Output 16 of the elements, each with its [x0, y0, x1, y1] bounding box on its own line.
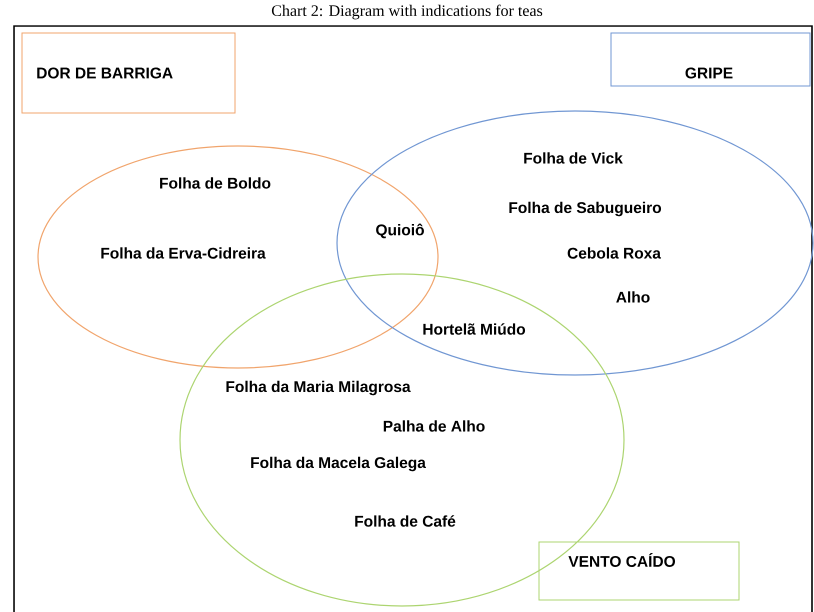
plant-name: Folha da Maria Milagrosa	[226, 380, 411, 396]
plant-name: Folha de Vick	[524, 152, 623, 164]
plant-name: Cebola Roxa	[568, 247, 662, 259]
category-box: GRIPE	[610, 32, 810, 86]
plant-name: Folha da Macela Galega	[251, 456, 426, 472]
plant-name: Folha da Erva-Cidreira	[101, 247, 266, 259]
plant-name: Quioiô	[376, 224, 424, 238]
category-box: VENTO CAÍDO	[538, 542, 740, 600]
title: Chart 2: Diagram with indications for teas	[272, 4, 542, 20]
plant-name: Alho	[616, 291, 650, 303]
plant-name: Folha de Sabugueiro	[509, 202, 662, 216]
plant-name: Folha de Café	[355, 515, 456, 527]
plant-name: Hortelã Miúdo	[423, 323, 526, 335]
category-box: DOR DE BARRIGA	[22, 32, 236, 114]
plant-name: Folha de Boldo	[160, 177, 270, 189]
plant-name: Palha de Alho	[384, 420, 485, 432]
